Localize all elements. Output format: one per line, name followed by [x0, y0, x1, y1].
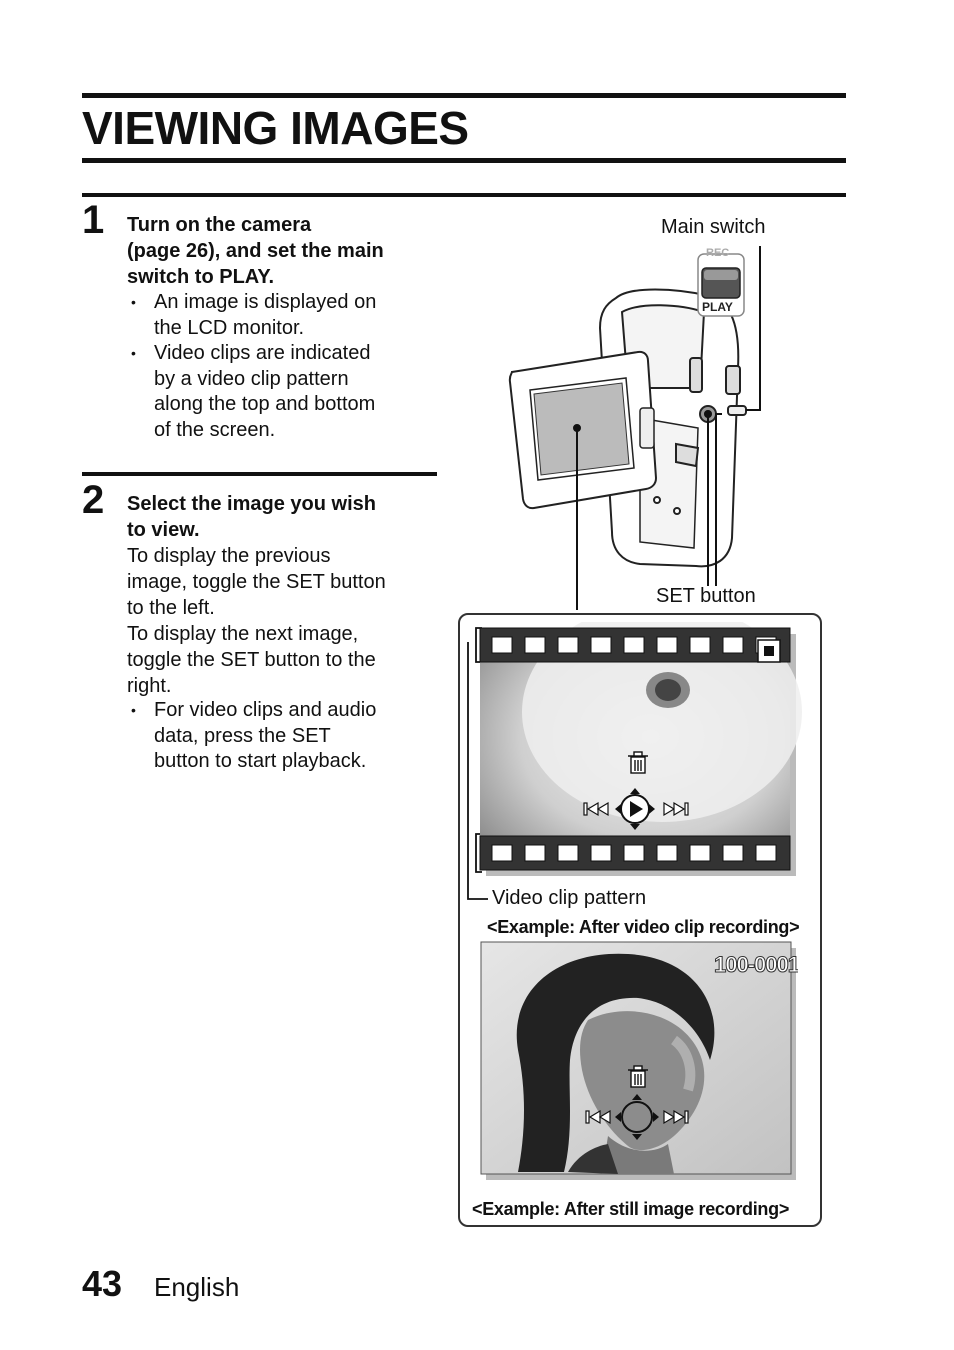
still-image-screen: 100-0001: [480, 941, 798, 1180]
film-hole: [722, 636, 744, 654]
step2-rule: [82, 472, 437, 476]
skip-back-icon: [583, 801, 609, 817]
film-hole: [524, 844, 546, 862]
film-hole: [689, 844, 711, 862]
language-label: English: [154, 1272, 240, 1302]
caption-still: <Example: After still image recording>: [472, 1199, 790, 1219]
title-top-rule: [82, 93, 846, 98]
nav-controls: [585, 1094, 689, 1140]
leader-lines: [573, 246, 761, 610]
examples-panel: [458, 613, 822, 1227]
set-button-label: SET button: [656, 585, 756, 607]
step2-heading: Select the image you wish to view.: [127, 493, 376, 541]
page-number: 43: [82, 1263, 123, 1304]
film-hole: [689, 636, 711, 654]
film-hole: [623, 636, 645, 654]
skip-forward-icon: [663, 801, 689, 817]
video-clip-pattern-label: Video clip pattern: [492, 887, 647, 909]
camera-illustration: REC PLAY: [508, 246, 761, 610]
trash-icon: [628, 751, 648, 774]
film-hole: [491, 844, 513, 862]
video-clip-pattern-bracket: [467, 627, 488, 900]
lcd-monitor: [508, 350, 658, 510]
trash-icon: [628, 1065, 648, 1088]
film-hole: [755, 844, 777, 862]
portrait-hair: [516, 953, 715, 1172]
film-hole: [524, 636, 546, 654]
film-holes-top: [491, 636, 777, 654]
step1-heading: Turn on the camera (page 26), and set th…: [127, 214, 384, 288]
skip-back-icon: [585, 1109, 611, 1125]
page-title: VIEWING IMAGES: [82, 102, 469, 154]
skip-forward-icon: [663, 1109, 689, 1125]
main-switch: [697, 253, 745, 317]
switch-play-text: PLAY: [702, 300, 733, 314]
rabbit-head: [522, 622, 802, 822]
switch-rec-text: REC: [706, 247, 729, 259]
play-icon: [620, 794, 650, 824]
film-hole: [557, 844, 579, 862]
set-button-ring: [621, 1101, 653, 1133]
step1-number: 1: [82, 198, 105, 242]
stop-icon: [757, 639, 781, 663]
step2-number: 2: [82, 478, 105, 522]
film-hole: [722, 844, 744, 862]
film-hole: [623, 844, 645, 862]
film-hole: [590, 844, 612, 862]
film-hole: [557, 636, 579, 654]
file-number: 100-0001: [714, 952, 798, 977]
main-switch-label: Main switch: [661, 216, 766, 238]
film-hole: [590, 636, 612, 654]
film-holes-bottom: [491, 844, 777, 862]
step1-rule: [82, 193, 846, 197]
film-hole: [491, 636, 513, 654]
caption-video: <Example: After video clip recording>: [487, 917, 800, 937]
title-bottom-rule: [82, 158, 846, 163]
film-hole: [656, 636, 678, 654]
video-clip-screen: [467, 622, 802, 900]
nav-controls: [583, 788, 689, 830]
film-hole: [656, 844, 678, 862]
